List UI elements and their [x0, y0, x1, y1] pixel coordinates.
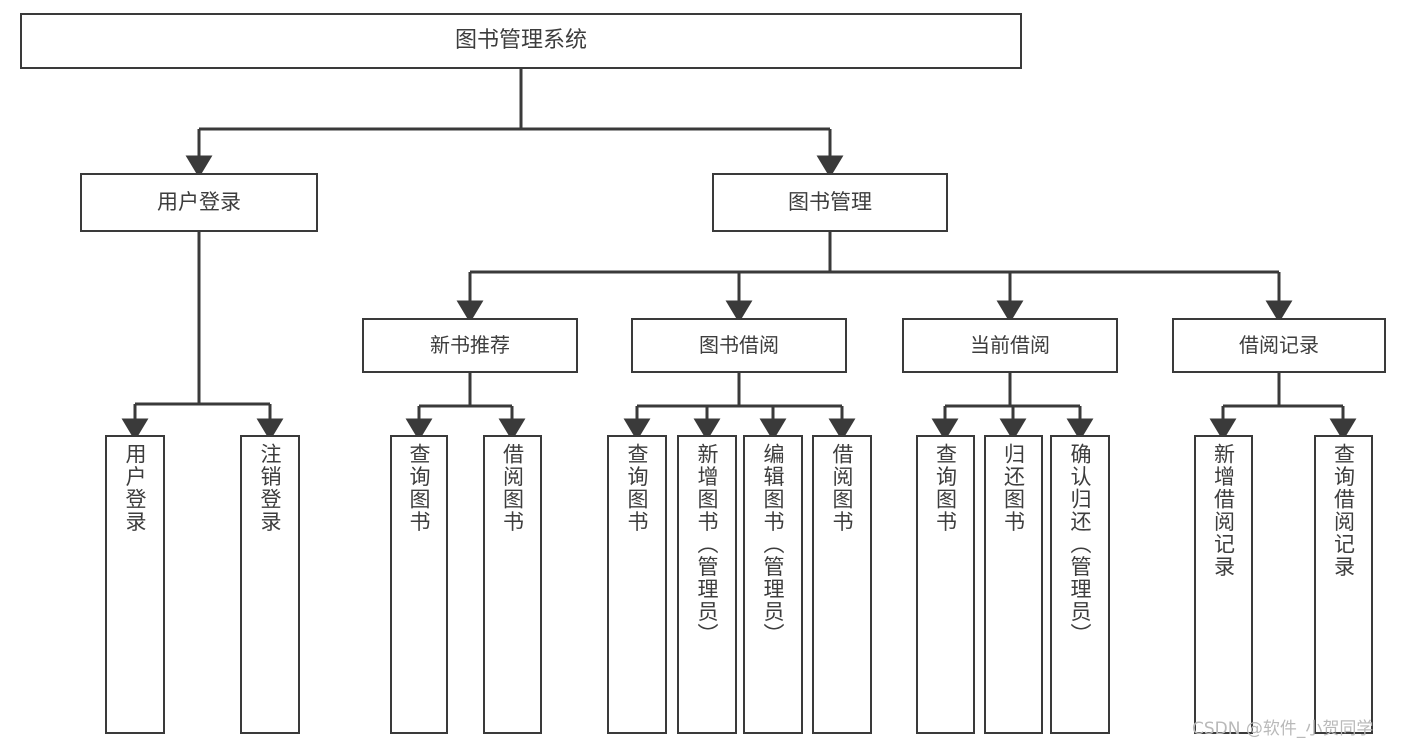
node-leaf-return-books-label: 归还图书: [1001, 443, 1026, 533]
node-leaf-confirm-return-admin[interactable]: 确认归还（管理员）: [1050, 435, 1110, 734]
node-root[interactable]: 图书管理系统: [20, 13, 1022, 69]
node-leaf-add-borrow-record[interactable]: 新增借阅记录: [1194, 435, 1253, 734]
node-leaf-user-login[interactable]: 用户登录: [105, 435, 165, 734]
node-book-borrow-label: 图书借阅: [699, 332, 779, 357]
node-current-borrow[interactable]: 当前借阅: [902, 318, 1118, 373]
node-leaf-borrow-books-recommend[interactable]: 借阅图书: [483, 435, 542, 734]
node-user-login[interactable]: 用户登录: [80, 173, 318, 232]
node-leaf-borrow-books[interactable]: 借阅图书: [812, 435, 872, 734]
node-leaf-add-borrow-record-label: 新增借阅记录: [1211, 443, 1236, 578]
node-book-management-label: 图书管理: [788, 190, 872, 215]
node-new-book-recommend[interactable]: 新书推荐: [362, 318, 578, 373]
csdn-watermark: CSDN @软件_小贺同学: [1192, 719, 1374, 739]
node-leaf-query-borrow-record-label: 查询借阅记录: [1331, 443, 1356, 578]
node-leaf-query-borrow-record[interactable]: 查询借阅记录: [1314, 435, 1373, 734]
node-leaf-query-books-borrow-label: 查询图书: [625, 443, 650, 533]
node-borrow-record-label: 借阅记录: [1239, 332, 1319, 357]
node-leaf-logout-label: 注销登录: [258, 443, 283, 533]
node-leaf-query-books-borrow[interactable]: 查询图书: [607, 435, 667, 734]
node-leaf-user-login-label: 用户登录: [123, 443, 148, 533]
node-leaf-borrow-books-recommend-label: 借阅图书: [500, 443, 525, 533]
node-leaf-query-books-current-label: 查询图书: [933, 443, 958, 533]
node-current-borrow-label: 当前借阅: [970, 332, 1050, 357]
node-book-management[interactable]: 图书管理: [712, 173, 948, 232]
node-borrow-record[interactable]: 借阅记录: [1172, 318, 1386, 373]
node-leaf-edit-book-admin[interactable]: 编辑图书（管理员）: [743, 435, 803, 734]
node-book-borrow[interactable]: 图书借阅: [631, 318, 847, 373]
node-leaf-add-book-admin-label: 新增图书（管理员）: [695, 443, 720, 646]
node-root-label: 图书管理系统: [454, 28, 587, 54]
node-leaf-query-books-recommend[interactable]: 查询图书: [390, 435, 448, 734]
node-leaf-edit-book-admin-label: 编辑图书（管理员）: [761, 443, 786, 646]
node-leaf-borrow-books-label: 借阅图书: [830, 443, 855, 533]
node-leaf-query-books-recommend-label: 查询图书: [407, 443, 432, 533]
node-new-book-recommend-label: 新书推荐: [430, 332, 510, 357]
node-leaf-logout[interactable]: 注销登录: [240, 435, 300, 734]
node-user-login-label: 用户登录: [157, 190, 241, 215]
node-leaf-return-books[interactable]: 归还图书: [984, 435, 1043, 734]
node-leaf-add-book-admin[interactable]: 新增图书（管理员）: [677, 435, 737, 734]
node-leaf-query-books-current[interactable]: 查询图书: [916, 435, 975, 734]
node-leaf-confirm-return-admin-label: 确认归还（管理员）: [1068, 443, 1093, 646]
